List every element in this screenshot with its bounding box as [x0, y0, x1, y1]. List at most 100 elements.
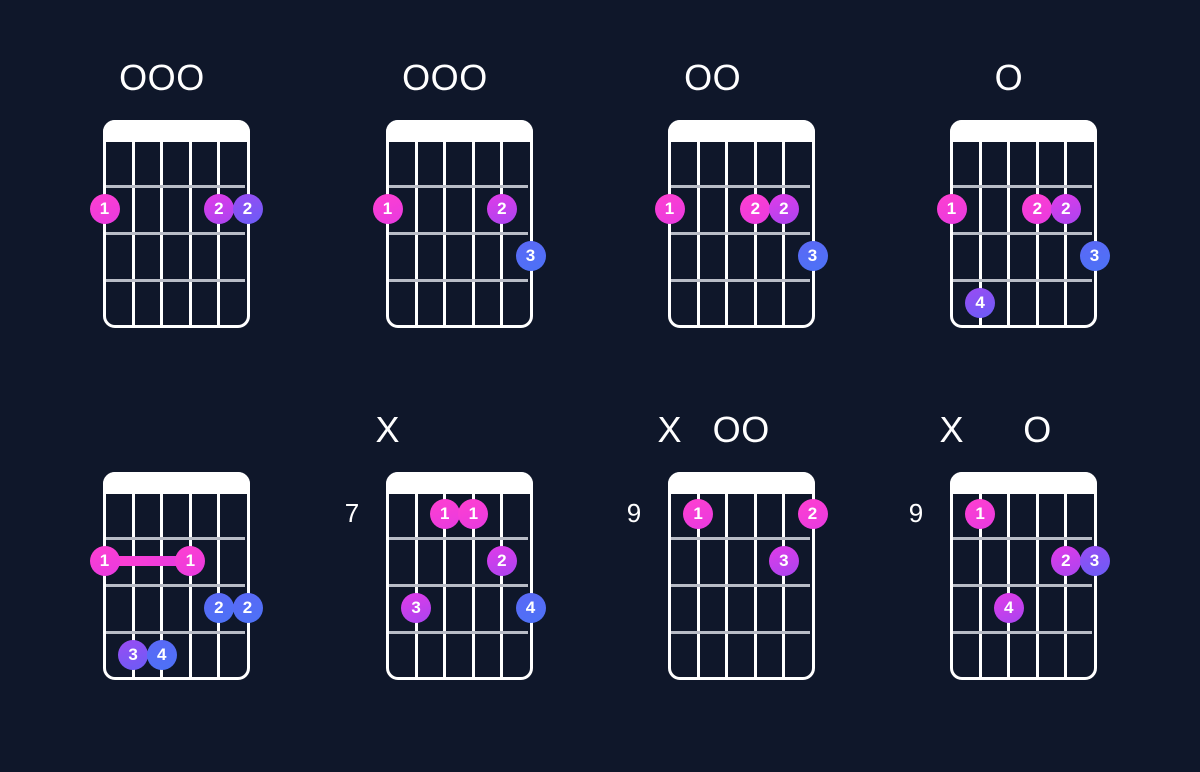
open-string-marker: O: [994, 57, 1023, 98]
string-5: [1064, 136, 1068, 325]
string-3: [160, 488, 164, 677]
open-string-marker: O: [430, 57, 459, 98]
string-3: [725, 488, 729, 677]
finger-dot: 1: [936, 193, 967, 224]
string-2: [414, 136, 418, 325]
string-3: [1007, 136, 1011, 325]
string-4: [188, 488, 192, 677]
finger-dot: 1: [89, 545, 120, 576]
string-5: [500, 136, 504, 325]
finger-dot: 3: [797, 240, 828, 271]
fret-line-3: [106, 631, 245, 634]
fret-line-2: [671, 584, 810, 587]
finger-dot: 3: [768, 545, 799, 576]
open-string-marker: O: [684, 57, 713, 98]
nut: [950, 120, 1097, 142]
open-string-marker: O: [741, 409, 770, 450]
finger-dot: 4: [965, 287, 996, 318]
fret-line-3: [389, 279, 528, 282]
muted-string-marker: X: [375, 409, 400, 450]
fret-line-3: [106, 279, 245, 282]
string-3: [443, 136, 447, 325]
muted-string-marker: X: [657, 409, 682, 450]
string-4: [753, 136, 757, 325]
starting-fret-label: 9: [908, 498, 924, 528]
string-2: [414, 488, 418, 677]
string-5: [217, 488, 221, 677]
string-2: [978, 488, 982, 677]
finger-dot: 4: [993, 592, 1024, 623]
finger-dot: 4: [515, 592, 546, 623]
finger-dot: 1: [429, 498, 460, 529]
fret-line-1: [389, 537, 528, 540]
string-2: [978, 136, 982, 325]
fretboard: [668, 120, 815, 328]
nut: [950, 472, 1097, 494]
finger-dot: 2: [232, 193, 263, 224]
string-5: [782, 136, 786, 325]
fret-line-2: [953, 232, 1092, 235]
open-string-marker: O: [712, 409, 741, 450]
fret-line-1: [671, 537, 810, 540]
nut: [668, 472, 815, 494]
finger-dot: 1: [458, 498, 489, 529]
fretboard: [386, 472, 533, 680]
fret-line-3: [389, 631, 528, 634]
finger-dot: 3: [118, 639, 149, 670]
open-string-marker: O: [119, 57, 148, 98]
finger-dot: 2: [1050, 545, 1081, 576]
finger-dot: 2: [203, 592, 234, 623]
finger-dot: 2: [1050, 193, 1081, 224]
open-string-marker: O: [176, 57, 205, 98]
fret-line-2: [671, 232, 810, 235]
fret-line-1: [389, 185, 528, 188]
string-3: [1007, 488, 1011, 677]
finger-dot: 2: [1022, 193, 1053, 224]
starting-fret-label: 9: [626, 498, 642, 528]
finger-dot: 2: [740, 193, 771, 224]
fret-line-1: [671, 185, 810, 188]
finger-dot: 2: [486, 545, 517, 576]
string-5: [1064, 488, 1068, 677]
muted-string-marker: X: [939, 409, 964, 450]
finger-dot: 1: [654, 193, 685, 224]
nut: [103, 472, 250, 494]
string-3: [443, 488, 447, 677]
open-string-marker: O: [459, 57, 488, 98]
fret-line-1: [106, 537, 245, 540]
fretboard: [103, 120, 250, 328]
finger-dot: 2: [232, 592, 263, 623]
string-4: [471, 136, 475, 325]
nut: [386, 120, 533, 142]
finger-dot: 2: [797, 498, 828, 529]
fretboard: [668, 472, 815, 680]
nut: [668, 120, 815, 142]
string-5: [217, 136, 221, 325]
string-5: [782, 488, 786, 677]
fret-line-2: [106, 232, 245, 235]
open-string-marker: O: [1023, 409, 1052, 450]
string-4: [188, 136, 192, 325]
fretboard: [950, 472, 1097, 680]
finger-dot: 1: [372, 193, 403, 224]
finger-dot: 3: [515, 240, 546, 271]
fretboard: [103, 472, 250, 680]
fret-line-2: [389, 232, 528, 235]
string-3: [725, 136, 729, 325]
string-4: [753, 488, 757, 677]
string-4: [471, 488, 475, 677]
nut: [103, 120, 250, 142]
fret-line-1: [106, 185, 245, 188]
chord-diagram-7: 1 2 3: [668, 472, 848, 772]
fret-line-3: [953, 631, 1092, 634]
finger-dot: 3: [1079, 240, 1110, 271]
finger-dot: 1: [683, 498, 714, 529]
string-2: [131, 488, 135, 677]
finger-dot: 1: [175, 545, 206, 576]
fret-line-3: [671, 279, 810, 282]
